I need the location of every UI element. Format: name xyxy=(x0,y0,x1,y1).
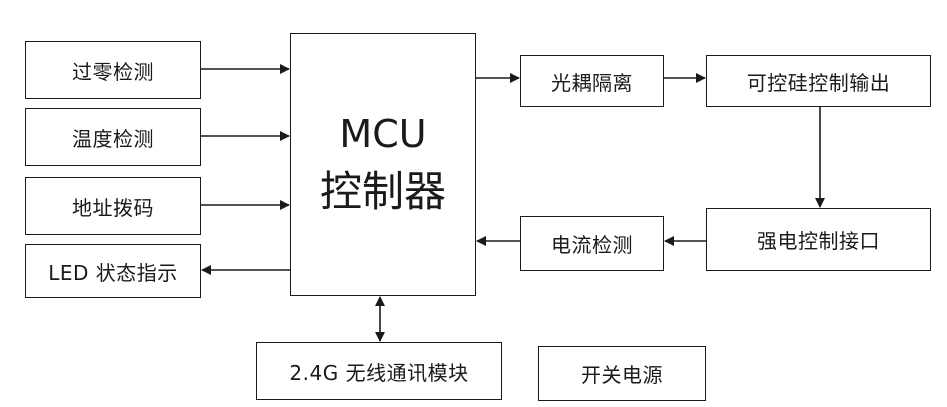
temperature-detection-box: 温度检测 xyxy=(25,108,201,166)
switching-power-supply-box: 开关电源 xyxy=(538,346,706,401)
mcu-controller-box: MCU 控制器 xyxy=(290,33,476,296)
strong-power-control-interface-box: 强电控制接口 xyxy=(706,208,931,271)
thyristor-control-output-box: 可控硅控制输出 xyxy=(706,55,931,107)
zero-crossing-detection-box: 过零检测 xyxy=(25,41,201,99)
wireless-module-box: 2.4G 无线通讯模块 xyxy=(256,342,502,400)
current-detection-box: 电流检测 xyxy=(520,216,664,271)
led-status-indicator-box: LED 状态指示 xyxy=(25,244,201,298)
mcu-subtitle: 控制器 xyxy=(319,167,446,217)
mcu-title: MCU xyxy=(339,111,427,156)
optocoupler-isolation-box: 光耦隔离 xyxy=(520,55,664,107)
address-dip-switch-box: 地址拨码 xyxy=(25,177,201,235)
